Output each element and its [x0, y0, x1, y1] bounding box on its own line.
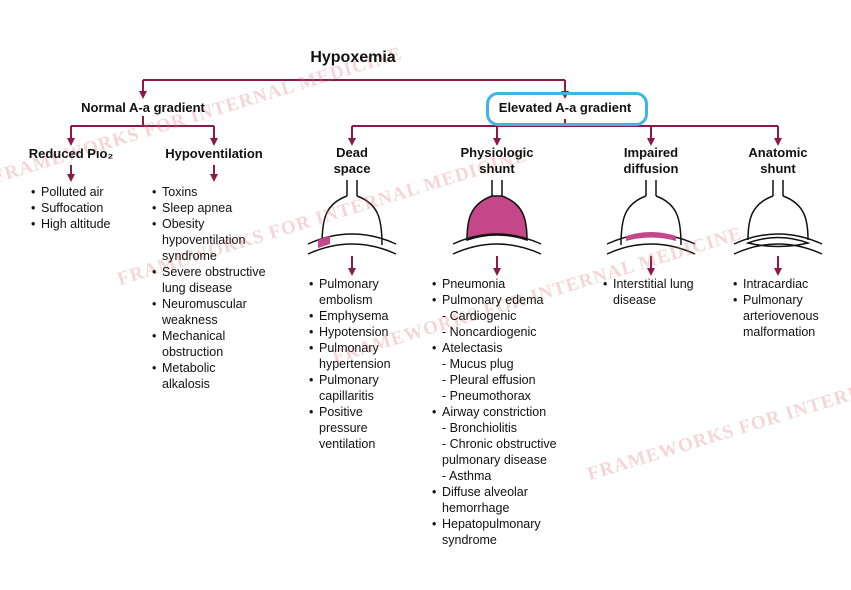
list-item: - Cardiogenic [442, 309, 517, 323]
list-item: Metabolic [152, 360, 266, 376]
list-item: - Pneumothorax [442, 389, 531, 403]
list-item: capillaritis [319, 389, 374, 403]
node-impaired-diffusion-line2: diffusion [623, 161, 679, 176]
node-physiologic-shunt-line2: shunt [479, 161, 515, 176]
list-item: Hypotension [309, 324, 391, 340]
list-item: Diffuse alveolar [432, 484, 557, 500]
alveolus-physiologic-shunt-icon [452, 180, 542, 255]
list-item: Suffocation [31, 200, 111, 216]
list-item: - Bronchiolitis [442, 421, 518, 435]
list-item: Emphysema [309, 308, 391, 324]
diagram-title: Hypoxemia [310, 49, 396, 66]
node-hypoventilation: Hypoventilation [165, 146, 263, 161]
list-item: disease [613, 293, 657, 307]
list-item: syndrome [162, 249, 217, 263]
node-dead-space-line1: Dead [336, 145, 368, 160]
list-item: weakness [162, 313, 218, 327]
list-item: hypertension [319, 357, 391, 371]
list-item: Severe obstructive [152, 264, 266, 280]
list-item: Airway constriction [432, 404, 557, 420]
node-physiologic-shunt-line1: Physiologic [460, 145, 534, 160]
list-item: Obesity [152, 216, 266, 232]
alveolus-impaired-diffusion-icon [606, 180, 696, 255]
node-impaired-diffusion-line1: Impaired [623, 145, 679, 160]
list-item: pulmonary disease [442, 453, 547, 467]
list-item: Atelectasis [432, 340, 557, 356]
list-item: Pulmonary [309, 276, 391, 292]
list-item: Pneumonia [432, 276, 557, 292]
list-item: Hepatopulmonary [432, 516, 557, 532]
list-item: - Noncardiogenic [442, 325, 537, 339]
list-item: Toxins [152, 184, 266, 200]
list-item: Sleep apnea [152, 200, 266, 216]
list-item: Pulmonary edema [432, 292, 557, 308]
node-reduced-pio2: Reduced Pıo₂ [28, 146, 114, 161]
list-item: lung disease [162, 281, 233, 295]
list-item: Intracardiac [733, 276, 819, 292]
list-item: Polluted air [31, 184, 111, 200]
list-item: embolism [319, 293, 373, 307]
node-normal-aa-gradient: Normal A-a gradient [81, 100, 205, 115]
list-item: Mechanical [152, 328, 266, 344]
list-hypoventilation: ToxinsSleep apneaObesityhypoventilation s… [152, 184, 266, 392]
list-item: hypoventilation [162, 233, 246, 247]
highlight-circle [486, 92, 648, 126]
list-item: hemorrhage [442, 501, 510, 515]
list-item: High altitude [31, 216, 111, 232]
list-item: - Chronic obstructive [442, 437, 557, 451]
list-anatomic-shunt: IntracardiacPulmonaryarteriovenous malfor… [733, 276, 819, 340]
list-item: - Mucus plug [442, 357, 514, 371]
list-item: Pulmonary [309, 372, 391, 388]
list-item: - Asthma [442, 469, 492, 483]
list-item: pressure [319, 421, 368, 435]
list-item: Pulmonary [733, 292, 819, 308]
list-item: obstruction [162, 345, 224, 359]
list-item: Interstitial lung [603, 276, 694, 292]
list-dead-space: PulmonaryembolismEmphysemaHypotensionPul… [309, 276, 391, 452]
alveolus-dead-space-icon [307, 180, 397, 255]
list-item: arteriovenous [743, 309, 819, 323]
list-item: syndrome [442, 533, 497, 547]
list-item: alkalosis [162, 377, 210, 391]
node-anatomic-shunt-line1: Anatomic [748, 145, 808, 160]
node-elevated-aa-gradient: Elevated A-a gradient [498, 100, 632, 115]
alveolus-anatomic-shunt-icon [733, 180, 823, 255]
list-item: malformation [743, 325, 816, 339]
node-dead-space-line2: space [333, 161, 371, 176]
node-anatomic-shunt-line2: shunt [760, 161, 796, 176]
list-item: Pulmonary [309, 340, 391, 356]
list-item: Positive [309, 404, 391, 420]
list-item: - Pleural effusion [442, 373, 536, 387]
list-physiologic-shunt: PneumoniaPulmonary edema- Cardiogenic - N… [432, 276, 557, 548]
list-item: Neuromuscular [152, 296, 266, 312]
list-reduced-pio2: Polluted airSuffocationHigh altitude [31, 184, 111, 232]
list-item: ventilation [319, 437, 376, 451]
